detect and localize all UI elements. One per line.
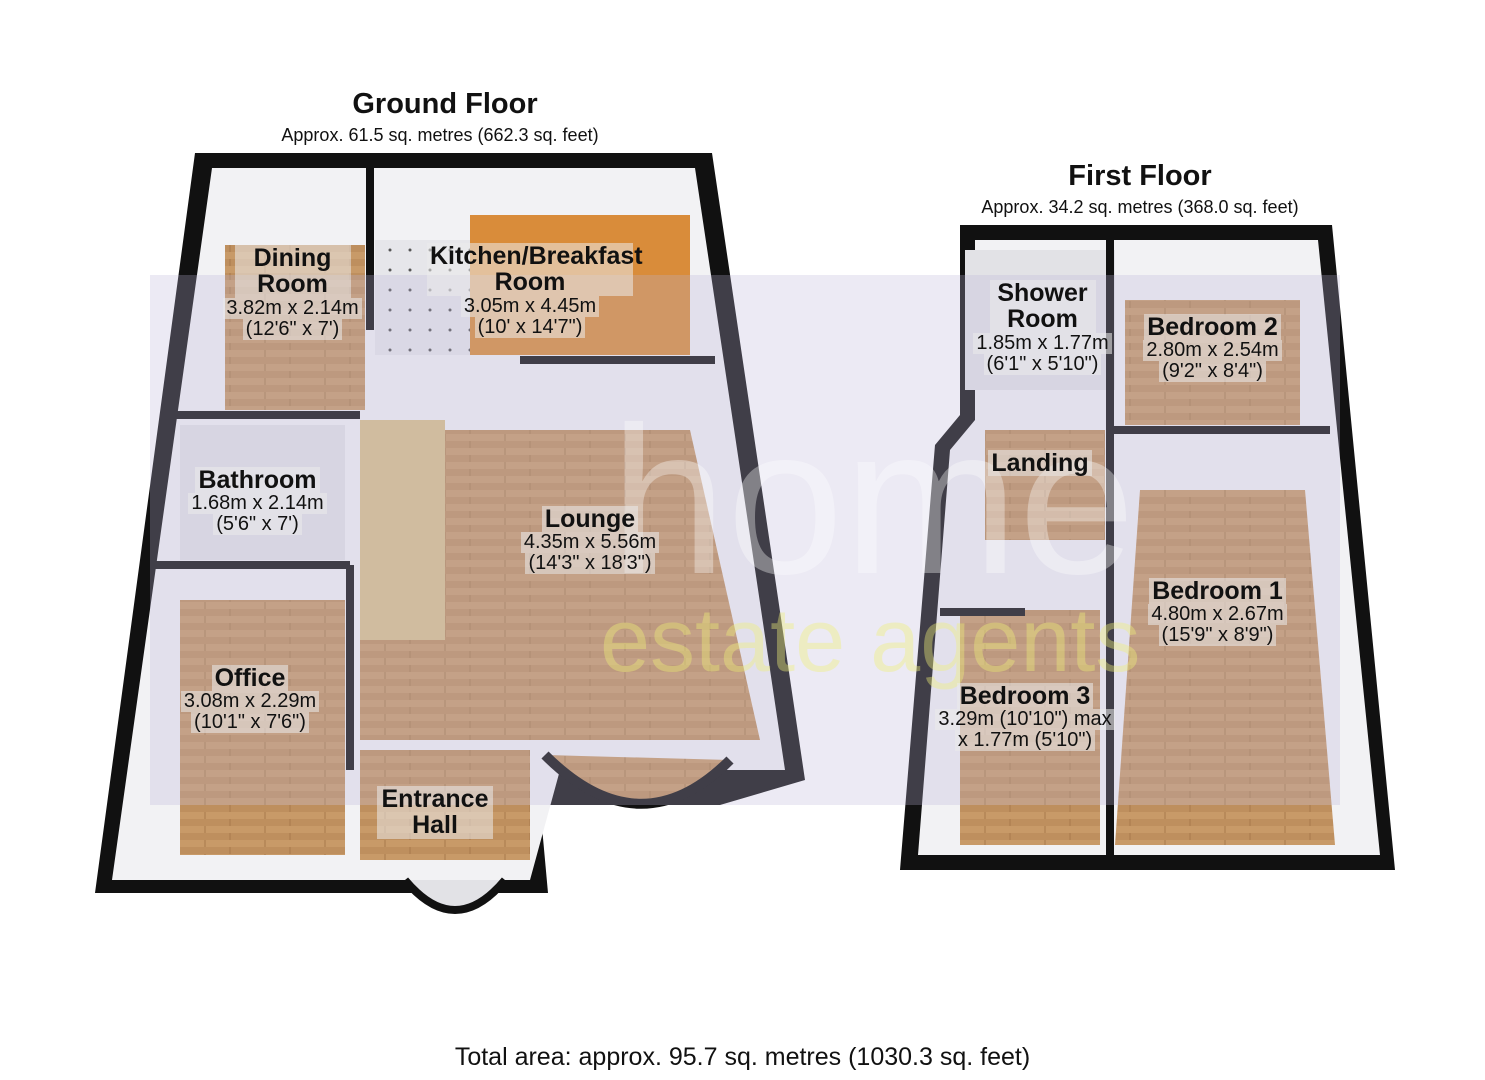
watermark-band bbox=[150, 275, 1340, 805]
landing bbox=[985, 430, 1105, 540]
room-label-bathroom: Bathroom 1.68m x 2.14m (5'6" x 7') bbox=[180, 467, 335, 536]
room-label-dining: Dining Room 3.82m x 2.14m (12'6" x 7') bbox=[200, 245, 385, 340]
porch-bay bbox=[401, 877, 509, 914]
ground-floor-title: Ground Floor bbox=[352, 88, 538, 120]
watermark-home: home bbox=[610, 383, 1136, 618]
room-label-landing: Landing bbox=[975, 450, 1105, 476]
room-label-bedroom-3: Bedroom 3 3.29m (10'10") max x 1.77m (5'… bbox=[915, 683, 1135, 752]
room-label-lounge: Lounge 4.35m x 5.56m (14'3" x 18'3") bbox=[495, 506, 685, 575]
room-label-bedroom-2: Bedroom 2 2.80m x 2.54m (9'2" x 8'4") bbox=[1125, 314, 1300, 383]
bay-window bbox=[541, 751, 734, 809]
room-label-kitchen: Kitchen/Breakfast Room 3.05m x 4.45m (10… bbox=[395, 243, 665, 338]
first-floor-title: First Floor bbox=[1068, 160, 1212, 192]
lounge bbox=[360, 430, 760, 740]
stairs bbox=[360, 420, 445, 640]
ground-floor-area: Approx. 61.5 sq. metres (662.3 sq. feet) bbox=[281, 125, 599, 145]
total-area: Total area: approx. 95.7 sq. metres (103… bbox=[454, 1043, 1031, 1071]
watermark-estate-agents: estate agents bbox=[600, 591, 1141, 691]
room-label-shower: Shower Room 1.85m x 1.77m (6'1" x 5'10") bbox=[955, 280, 1130, 375]
room-label-entrance-hall: Entrance Hall bbox=[365, 786, 505, 839]
room-label-office: Office 3.08m x 2.29m (10'1" x 7'6") bbox=[170, 665, 330, 734]
first-floor-area: Approx. 34.2 sq. metres (368.0 sq. feet) bbox=[981, 197, 1299, 217]
room-label-bedroom-1: Bedroom 1 4.80m x 2.67m (15'9" x 8'9") bbox=[1130, 578, 1305, 647]
